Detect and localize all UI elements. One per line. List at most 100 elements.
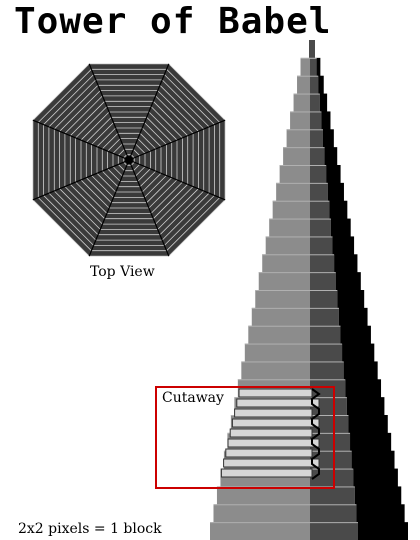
tier-edge [251, 307, 339, 309]
tier-edge [262, 254, 335, 256]
octagon-spoke [128, 119, 226, 161]
tower-spire [309, 40, 315, 58]
tier-edge [276, 182, 328, 184]
tier-dark-face [353, 468, 398, 487]
tower-tier [269, 218, 351, 237]
tier-mid-face [310, 93, 320, 112]
tier-light-face [244, 343, 310, 362]
tier-dark-face [327, 182, 344, 202]
tower-tier [258, 272, 361, 291]
tier-light-face [216, 486, 310, 505]
tier-dark-face [338, 307, 368, 327]
tier-edge [237, 379, 346, 381]
tier-light-face [300, 57, 310, 77]
tier-light-face [290, 111, 310, 130]
tier-dark-face [329, 200, 348, 220]
tier-light-face [251, 307, 310, 327]
octagon-spoke [128, 159, 170, 257]
tier-mid-face [310, 361, 344, 380]
cutaway-cut-line [311, 388, 321, 480]
tier-light-face [293, 93, 310, 112]
tier-light-face [248, 325, 310, 345]
tier-dark-face [335, 272, 361, 291]
tier-mid-face [310, 325, 341, 345]
cutaway-floor [231, 418, 320, 428]
tier-mid-face [310, 182, 328, 202]
tower-tier [272, 200, 348, 220]
tier-mid-face [310, 343, 343, 362]
octagon-spoke [128, 159, 226, 201]
tier-light-face [258, 272, 310, 291]
tower-tier [300, 57, 321, 77]
tier-dark-face [345, 379, 382, 398]
tier-edge [244, 343, 343, 345]
tier-mid-face [310, 504, 357, 523]
tier-dark-face [326, 165, 341, 184]
tier-dark-face [350, 432, 392, 452]
tier-mid-face [310, 290, 338, 309]
tier-dark-face [346, 397, 385, 416]
tier-edge [210, 522, 358, 524]
tier-mid-face [310, 165, 327, 184]
tier-mid-face [310, 272, 336, 291]
tier-dark-face [337, 290, 365, 309]
tier-dark-face [334, 254, 358, 273]
tower-tier [251, 307, 368, 327]
tower-tier [248, 325, 371, 345]
tier-light-face [272, 200, 310, 220]
tier-dark-face [316, 57, 321, 77]
tier-dark-face [318, 75, 324, 95]
tier-mid-face [310, 57, 317, 77]
tier-mid-face [310, 236, 333, 255]
tier-mid-face [310, 522, 358, 540]
tier-dark-face [348, 415, 388, 434]
top-view-label: Top View [90, 264, 155, 280]
tier-edge [234, 397, 347, 399]
tier-dark-face [342, 343, 375, 362]
tier-mid-face [310, 486, 355, 505]
cutaway-floor [234, 408, 313, 418]
tier-edge [216, 486, 355, 488]
tier-light-face [276, 182, 310, 202]
tier-light-face [269, 218, 310, 237]
tier-light-face [255, 290, 310, 309]
octagon-spoke [128, 63, 170, 161]
octagon-center [125, 156, 133, 164]
tier-edge [290, 111, 322, 113]
cutaway-floor [225, 448, 313, 458]
tier-edge [297, 75, 319, 77]
cutaway-frame [155, 386, 335, 489]
tower-tier [279, 165, 341, 184]
tower-tier [297, 75, 324, 95]
octagon-spoke [32, 119, 130, 161]
tier-dark-face [321, 111, 331, 130]
scale-note: 2x2 pixels = 1 block [18, 521, 162, 537]
tier-edge [283, 147, 325, 149]
tier-mid-face [310, 218, 331, 237]
tier-dark-face [354, 486, 402, 505]
octagon-spoke [88, 63, 130, 161]
tower-tier [210, 522, 408, 540]
tower-tier [265, 236, 355, 255]
tier-light-face [262, 254, 310, 273]
tier-edge [272, 200, 330, 202]
tier-light-face [265, 236, 310, 255]
tower-tier [283, 147, 338, 166]
tier-mid-face [310, 379, 346, 398]
cutaway-floor [229, 428, 313, 438]
tier-edge [255, 290, 338, 291]
tower-tier [276, 182, 344, 202]
cutaway-floor [227, 438, 320, 448]
tier-mid-face [310, 254, 335, 273]
tier-light-face [286, 129, 310, 148]
tier-light-face [213, 504, 310, 523]
tower-tier [262, 254, 358, 273]
tier-edge [269, 218, 331, 220]
tier-light-face [283, 147, 310, 166]
page-title: Tower of Babel [14, 1, 332, 42]
tier-dark-face [358, 522, 408, 540]
tier-mid-face [310, 307, 339, 327]
tier-edge [293, 93, 320, 95]
